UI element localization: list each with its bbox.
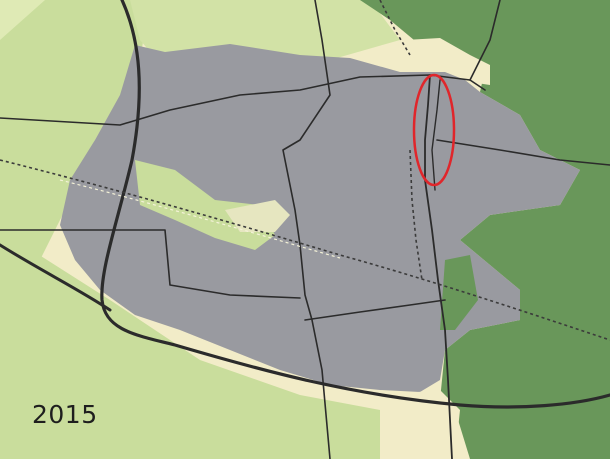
railway-lines <box>0 0 610 341</box>
road-north <box>0 74 486 126</box>
road-east-parallel <box>431 79 441 191</box>
road-inner-south <box>304 299 446 321</box>
railway-vertical <box>409 149 423 281</box>
year-label: 2015 <box>32 400 98 429</box>
meadow-area-west <box>0 0 150 459</box>
road-east-vertical <box>424 74 453 459</box>
cream-patch-north <box>405 38 490 85</box>
road-northeast <box>469 0 501 81</box>
railway-diagonal <box>0 159 610 341</box>
forest-area <box>360 0 610 459</box>
highway-arc <box>100 0 610 409</box>
road-central-vertical <box>282 0 331 459</box>
forest-inset <box>440 255 478 330</box>
railway-light-highlight <box>59 179 341 259</box>
road-east <box>436 139 610 166</box>
meadow-area-south <box>0 230 380 459</box>
road-southwest <box>0 243 112 312</box>
cream-patch-south <box>385 390 460 459</box>
highlight-circle <box>412 73 456 187</box>
cream-inset <box>225 200 290 232</box>
road-inner-west <box>0 229 301 299</box>
